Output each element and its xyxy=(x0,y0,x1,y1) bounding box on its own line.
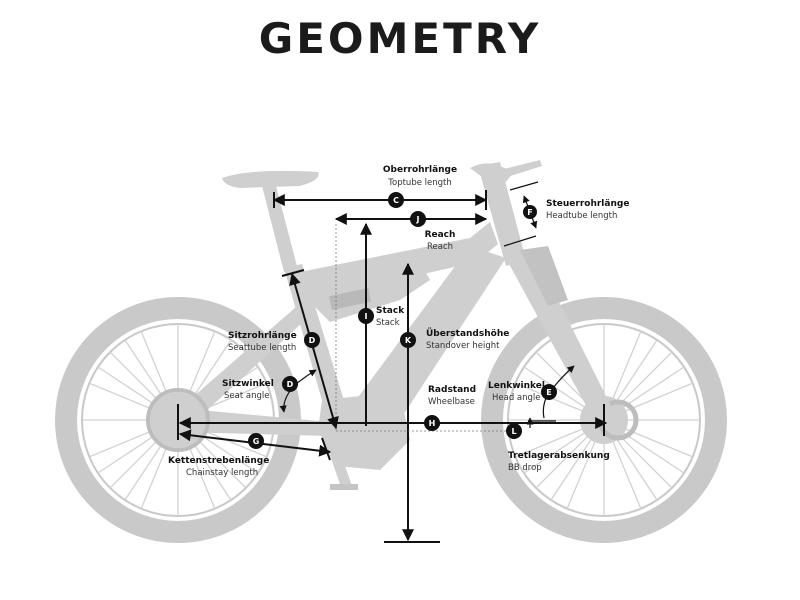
badge-l: L xyxy=(506,423,522,439)
label-stack-de: Stack xyxy=(376,306,405,316)
svg-text:D: D xyxy=(309,336,316,345)
label-toptube-en: Toptube length xyxy=(387,178,451,188)
badge-e: E xyxy=(541,384,557,400)
badge-h: H xyxy=(424,415,440,431)
svg-text:J: J xyxy=(416,215,420,224)
label-reach-en: Reach xyxy=(427,242,453,252)
label-reach-de: Reach xyxy=(425,230,456,240)
badge-d-seatangle: D xyxy=(282,376,298,392)
label-chainstay-de: Kettenstrebenlänge xyxy=(168,456,269,466)
badge-g: G xyxy=(248,433,264,449)
label-seatangle-en: Seat angle xyxy=(224,391,269,401)
svg-text:G: G xyxy=(253,437,260,446)
label-seattube-en: Seattube length xyxy=(228,343,296,353)
label-headangle-de: Lenkwinkel xyxy=(488,381,545,391)
badge-c: C xyxy=(388,192,404,208)
label-bbdrop-de: Tretlagerabsenkung xyxy=(508,451,610,461)
label-standover-de: Überstandshöhe xyxy=(426,328,509,339)
svg-text:E: E xyxy=(546,388,551,397)
page-title: GEOMETRY xyxy=(258,14,542,63)
label-bbdrop-en: BB drop xyxy=(508,463,542,473)
label-seattube-de: Sitzrohrlänge xyxy=(228,331,297,341)
label-wheelbase-de: Radstand xyxy=(428,385,476,395)
svg-text:D: D xyxy=(287,380,294,389)
label-headtube-en: Headtube length xyxy=(546,211,617,221)
svg-text:F: F xyxy=(527,208,532,217)
svg-text:K: K xyxy=(405,336,412,345)
svg-text:C: C xyxy=(393,196,399,205)
badge-i: I xyxy=(358,308,374,324)
label-headangle-en: Head angle xyxy=(492,393,541,403)
svg-text:L: L xyxy=(511,427,516,436)
label-wheelbase-en: Wheelbase xyxy=(428,397,475,407)
badge-k: K xyxy=(400,332,416,348)
label-seatangle-de: Sitzwinkel xyxy=(222,379,274,389)
badge-f: F xyxy=(523,205,537,219)
label-standover-en: Standover height xyxy=(426,341,500,351)
label-headtube-de: Steuerrohrlänge xyxy=(546,199,629,209)
bike-silhouette xyxy=(55,160,727,543)
label-chainstay-en: Chainstay length xyxy=(186,468,258,478)
label-toptube-de: Oberrohrlänge xyxy=(383,165,457,175)
dim-line-seattube xyxy=(289,272,339,430)
badge-d-seattube: D xyxy=(304,332,320,348)
bike-frame xyxy=(146,160,618,490)
badge-j: J xyxy=(410,211,426,227)
label-stack-en: Stack xyxy=(376,318,400,328)
svg-text:H: H xyxy=(429,419,436,428)
svg-text:I: I xyxy=(365,312,368,321)
